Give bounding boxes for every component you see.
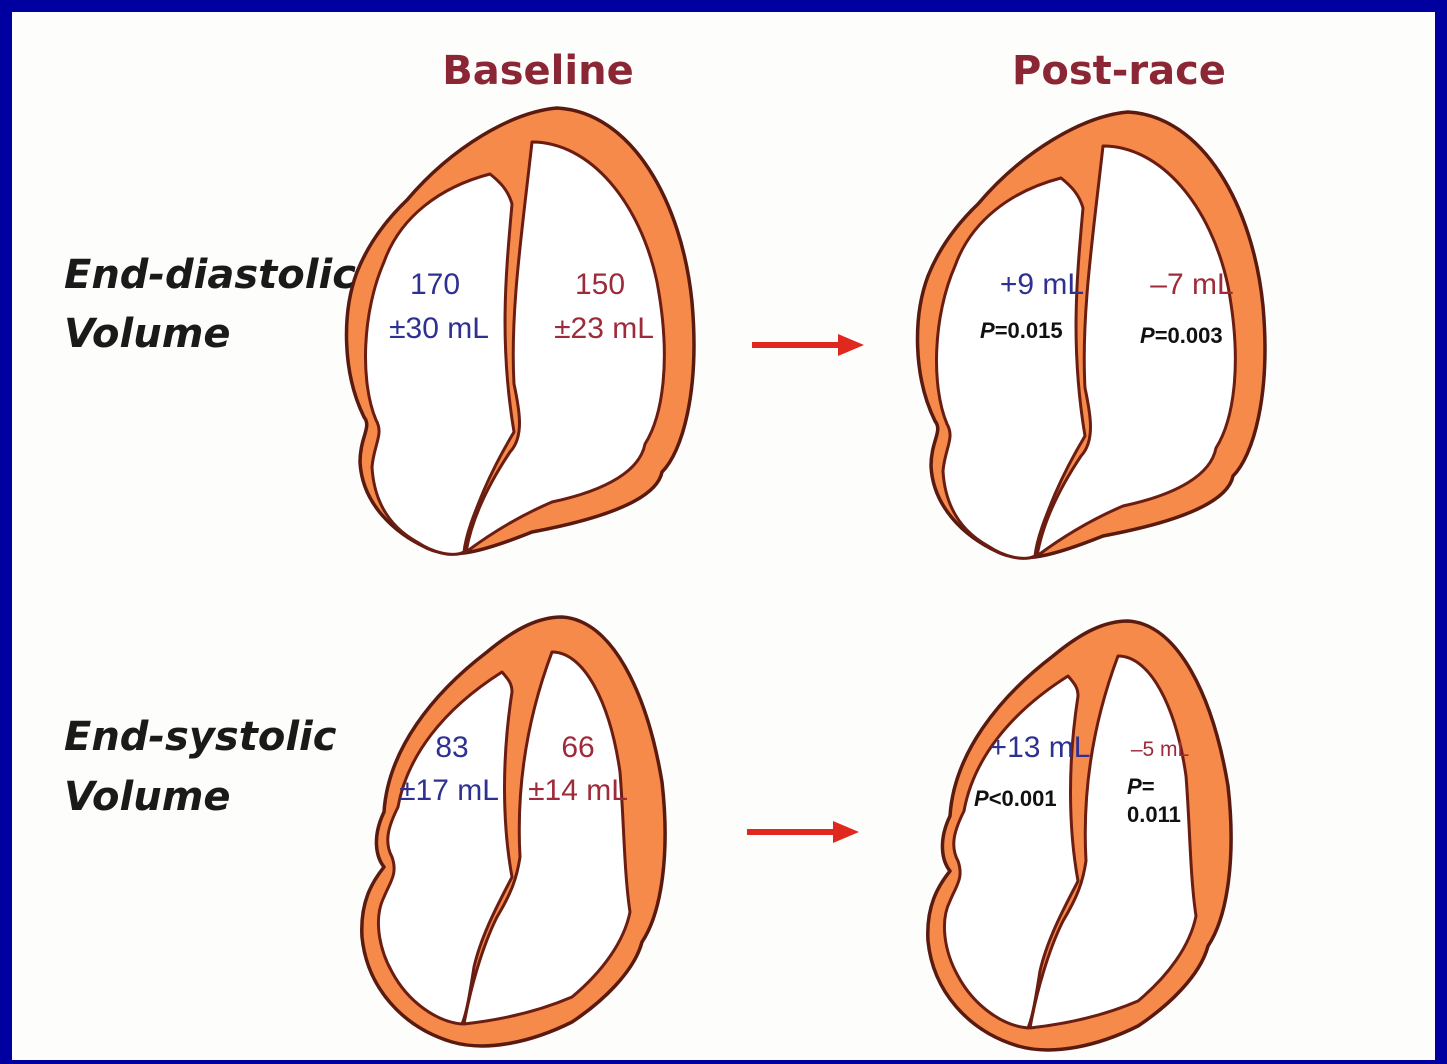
baseline-ed-lv-value: 170 [410,268,460,301]
post-race-ed-lv-pvalue: P=0.015 [980,318,1063,343]
figure-frame: Baseline Post-race End-diastolic Volume … [12,12,1435,1060]
post-race-es-lv-change: +13 mL [990,731,1091,764]
row-label-end-systolic-volume: Volume [64,774,231,820]
row-label-end-diastolic: End-diastolic [64,252,356,298]
post-race-es-rv-change: –5 mL [1131,738,1189,761]
baseline-ed-lv-sd: ±30 mL [389,312,489,345]
post-race-ed-rv-change: –7 mL [1150,268,1233,301]
baseline-es-rv-sd: ±14 mL [528,774,628,807]
post-race-es-lv-pvalue: P<0.001 [974,786,1057,811]
row-label-end-systolic: End-systolic [64,714,337,760]
baseline-es-rv-value: 66 [561,731,594,764]
baseline-ed-rv-value: 150 [575,268,625,301]
column-title-baseline: Baseline [442,48,633,94]
arrow-right-icon [747,821,859,843]
post-race-ed-rv-pvalue: P=0.003 [1140,323,1223,348]
post-race-es-rv-pvalue: P= [1127,774,1155,799]
baseline-es-lv-value: 83 [435,731,468,764]
heart-post-race-end-systolic [928,621,1231,1050]
post-race-es-rv-pvalue-number: 0.011 [1127,802,1181,827]
baseline-ed-rv-sd: ±23 mL [554,312,654,345]
post-race-ed-lv-change: +9 mL [1000,268,1084,301]
row-label-end-diastolic-volume: Volume [64,311,231,357]
heart-volume-diagram: Baseline Post-race End-diastolic Volume … [12,12,1435,1060]
arrow-right-icon [752,334,864,356]
column-title-post-race: Post-race [1012,48,1226,94]
heart-baseline-end-systolic [362,617,665,1046]
baseline-es-lv-sd: ±17 mL [399,774,499,807]
